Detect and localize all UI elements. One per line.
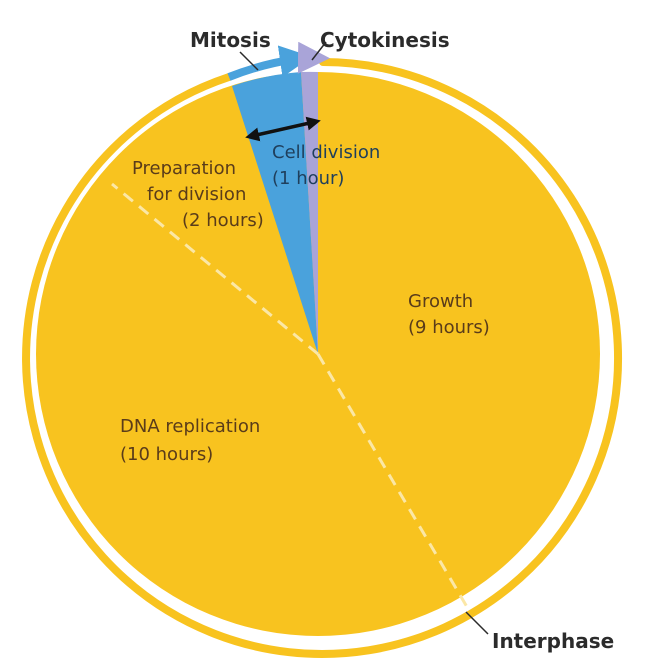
preparation-label-line2: for division [147,184,246,205]
preparation-label-line1: Preparation [132,158,236,179]
interphase-label: Interphase [492,629,614,653]
cytokinesis-label: Cytokinesis [320,28,450,52]
cell-division-label: Cell division [272,142,380,163]
interphase-leader-line [466,612,488,634]
preparation-time: (2 hours) [182,210,264,231]
dna-replication-time: (10 hours) [120,444,213,465]
growth-label: Growth [408,291,473,312]
mitosis-label: Mitosis [190,28,271,52]
cell-division-time: (1 hour) [272,168,344,189]
growth-time: (9 hours) [408,317,490,338]
dna-replication-label: DNA replication [120,416,260,437]
